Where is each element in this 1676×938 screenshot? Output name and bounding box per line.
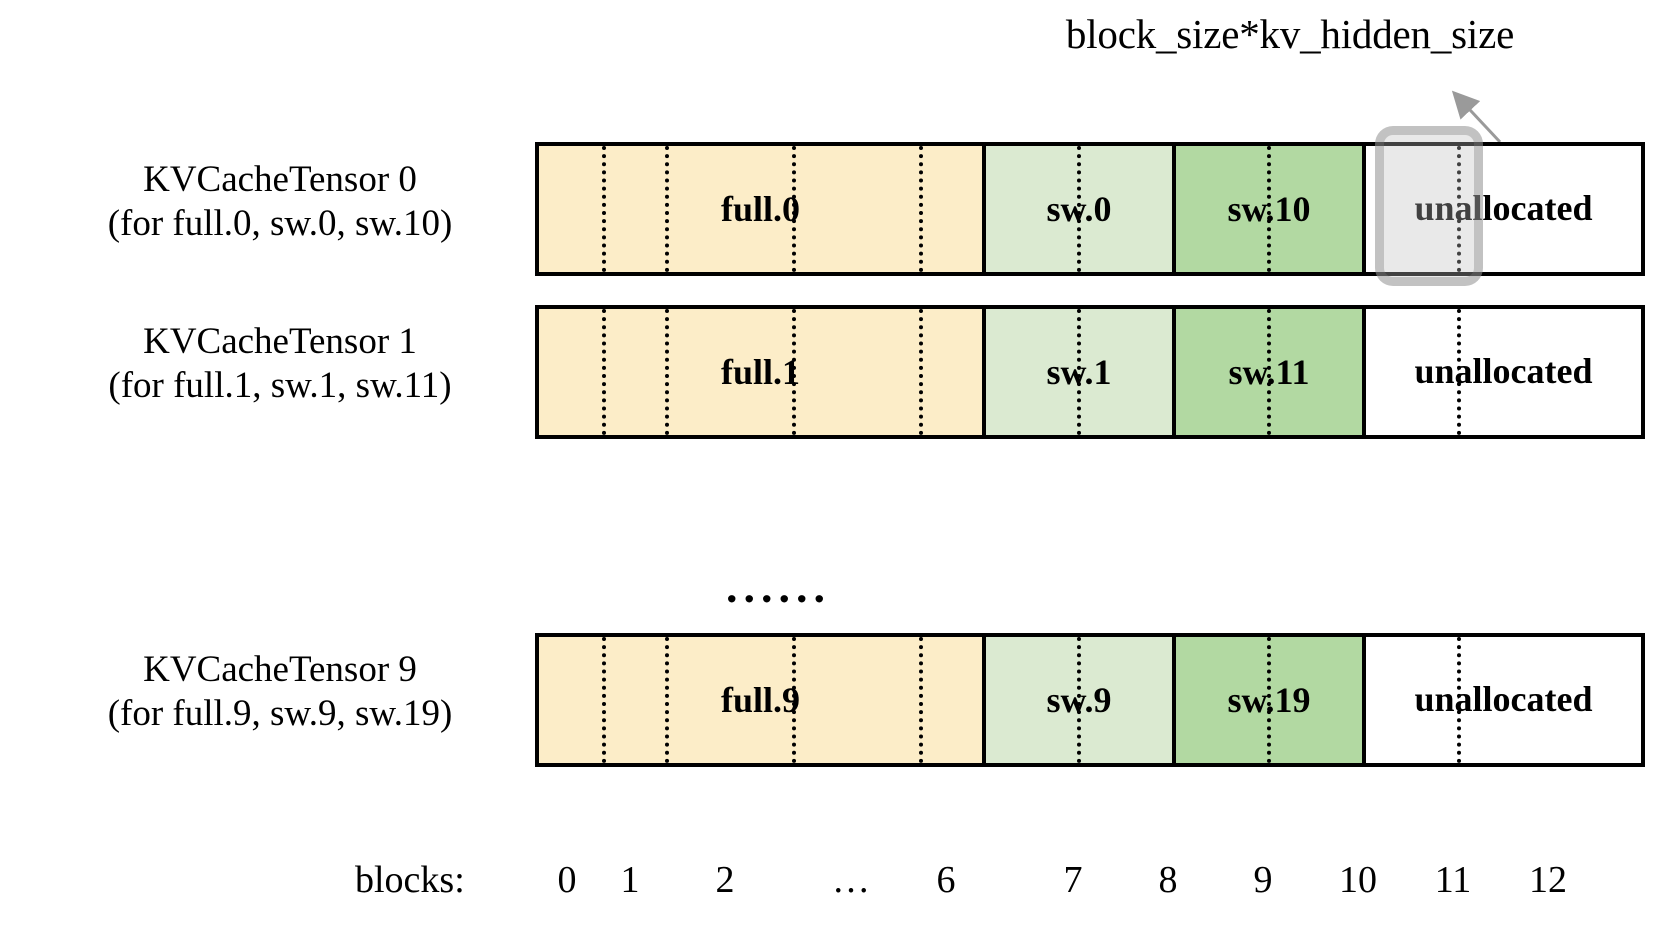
tensor-bar-0[interactable]: full.0 sw.0 sw.10 unallocated [535, 142, 1645, 276]
segment-label: sw.0 [1046, 189, 1112, 229]
segment-full-9[interactable]: full.9 [539, 637, 982, 763]
segment-sw11-1[interactable]: sw.11 [1172, 309, 1362, 435]
segment-unallocated-9[interactable]: unallocated [1362, 637, 1641, 763]
segment-label: unallocated [1414, 188, 1593, 229]
axis-tick-9: 9 [1253, 859, 1273, 901]
segment-unallocated-0[interactable]: unallocated [1362, 146, 1641, 272]
row-label-line1: KVCacheTensor 9 [143, 649, 417, 690]
row-label-tensor-1: KVCacheTensor 1 (for full.1, sw.1, sw.11… [45, 320, 515, 407]
segment-sw19-9[interactable]: sw.19 [1172, 637, 1362, 763]
row-label-tensor-0: KVCacheTensor 0 (for full.0, sw.0, sw.10… [45, 158, 515, 245]
axis-tick-…: … [832, 859, 870, 901]
axis-tick-0: 0 [557, 859, 577, 901]
segment-label: full.0 [720, 189, 800, 229]
axis-tick-12: 12 [1529, 859, 1567, 901]
axis-tick-8: 8 [1158, 859, 1178, 901]
segment-label: sw.1 [1046, 352, 1112, 392]
axis-tick-1: 1 [620, 859, 640, 901]
tensor-bar-9[interactable]: full.9 sw.9 sw.19 unallocated [535, 633, 1645, 767]
axis-tick-6: 6 [936, 859, 956, 901]
segment-label: sw.10 [1227, 189, 1311, 229]
segment-label: unallocated [1414, 679, 1593, 720]
tensor-bar-1[interactable]: full.1 sw.1 sw.11 unallocated [535, 305, 1645, 439]
segment-full-0[interactable]: full.0 [539, 146, 982, 272]
axis-tick-2: 2 [715, 859, 735, 901]
segment-label: sw.11 [1228, 352, 1310, 392]
segment-label: sw.9 [1046, 680, 1112, 720]
segment-sw-1[interactable]: sw.1 [982, 309, 1172, 435]
row-label-line2: (for full.1, sw.1, sw.11) [108, 364, 452, 406]
segment-unallocated-1[interactable]: unallocated [1362, 309, 1641, 435]
segment-label: full.1 [720, 352, 800, 392]
segment-label: unallocated [1414, 351, 1593, 392]
axis-tick-10: 10 [1339, 859, 1377, 901]
row-label-line2: (for full.9, sw.9, sw.19) [107, 692, 453, 734]
rows-ellipsis: ...... [726, 561, 831, 612]
row-label-line1: KVCacheTensor 0 [143, 159, 417, 200]
block-size-annotation-label: block_size*kv_hidden_size [1065, 11, 1515, 57]
segment-full-1[interactable]: full.1 [539, 309, 982, 435]
segment-sw-0[interactable]: sw.0 [982, 146, 1172, 272]
segment-label: full.9 [720, 680, 800, 720]
axis-tick-7: 7 [1063, 859, 1083, 901]
row-label-line2: (for full.0, sw.0, sw.10) [107, 202, 453, 244]
block-highlight-box[interactable] [1375, 126, 1483, 286]
row-label-tensor-9: KVCacheTensor 9 (for full.9, sw.9, sw.19… [45, 648, 515, 735]
segment-sw10-0[interactable]: sw.10 [1172, 146, 1362, 272]
segment-label: sw.19 [1227, 680, 1311, 720]
row-label-line1: KVCacheTensor 1 [143, 321, 417, 362]
axis-tick-11: 11 [1434, 859, 1472, 901]
segment-sw-9[interactable]: sw.9 [982, 637, 1172, 763]
axis-caption: blocks: [355, 859, 465, 901]
